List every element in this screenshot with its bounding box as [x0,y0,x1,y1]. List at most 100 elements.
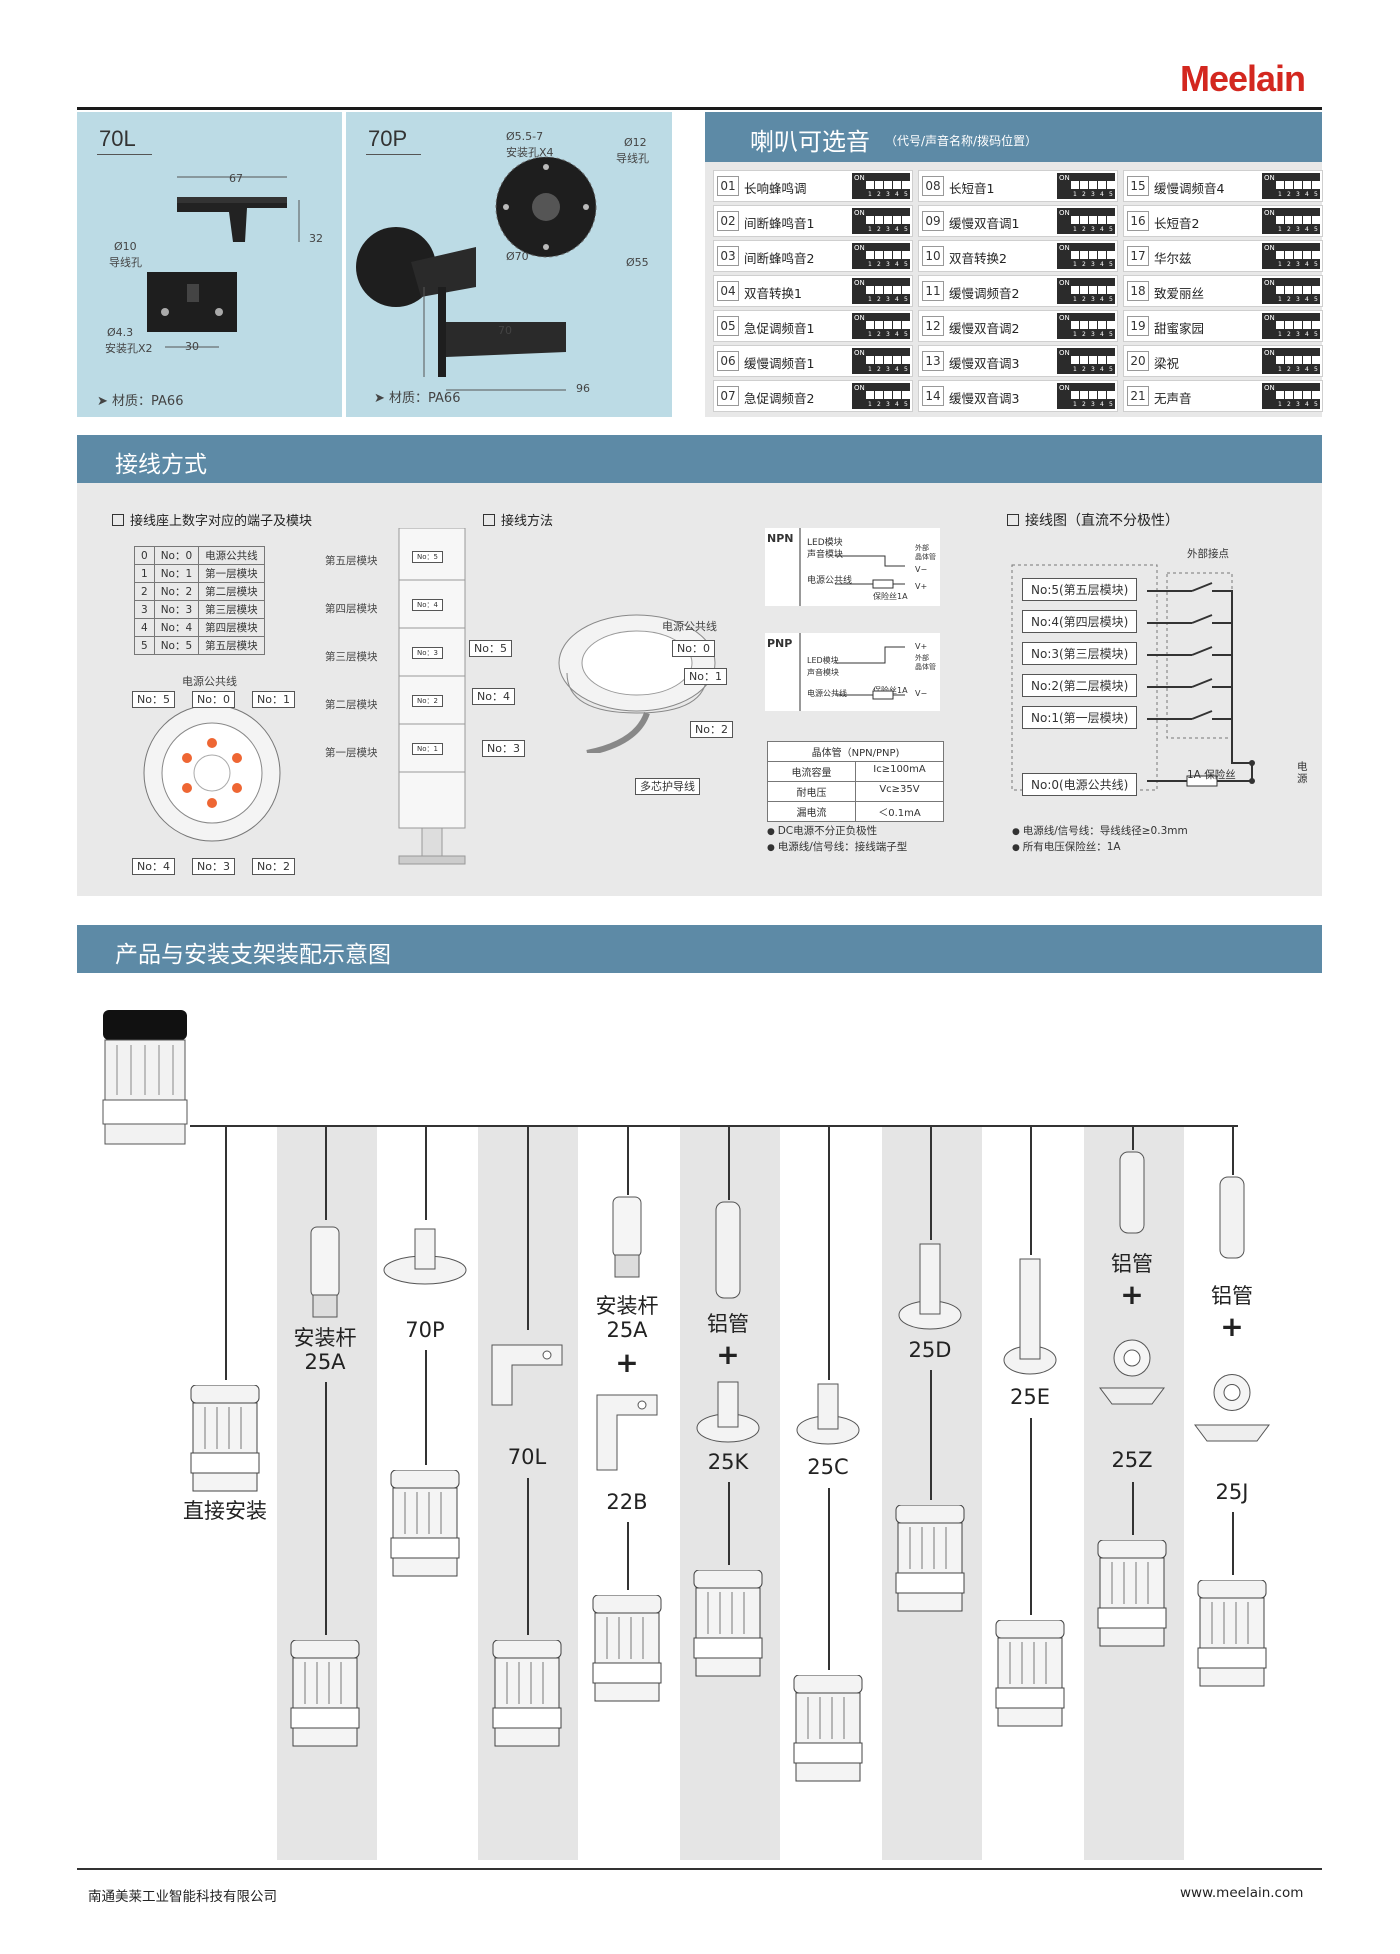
mount-hole-label: Ø4.3 [107,326,134,339]
note-item: ● 电源线/信号线：接线端子型 [767,839,907,854]
dip-number: 5 [904,366,908,373]
connector-line [527,1125,529,1330]
dip-number: 3 [1091,226,1095,233]
dip-number: 2 [877,261,881,268]
connector-line [527,1478,529,1635]
dip-on-label: ON [1059,384,1070,392]
dip-toggle [1107,216,1115,224]
socket-label: No：5 [469,640,512,657]
dip-toggle [893,216,901,224]
spec-cell: 电流容量 [768,762,856,781]
dip-toggle [1276,286,1284,294]
dip-number: 5 [1109,331,1113,338]
sound-name: 长短音2 [1154,216,1200,231]
dip-number: 2 [877,191,881,198]
dip-on-label: ON [1264,279,1275,287]
spec-cell: ＜0.1mA [878,808,921,819]
terminal-label: No：5 [132,691,175,708]
connector-line [325,1125,327,1220]
sound-name: 间断蜂鸣音2 [744,251,815,266]
wiring-title: 接线方式 [115,452,207,478]
dip-toggle [1089,321,1097,329]
dip-toggle [1089,181,1097,189]
dip-toggle [884,286,892,294]
bracket-22b-drawing [596,1394,658,1471]
base-25e-beacon-drawing [995,1620,1065,1727]
aluminum-tube-drawing [715,1201,741,1299]
dip-number: 4 [895,296,899,303]
dip-number: 1 [868,191,872,198]
plus-sign: + [1220,1310,1244,1343]
bullet-icon: ● [1012,827,1023,837]
dip-toggle [1107,286,1115,294]
base-25c-beacon-drawing [793,1675,863,1782]
dip-number: 4 [1100,226,1104,233]
sound-code: 02 [717,211,739,231]
dip-toggle [1080,251,1088,259]
model-25a-label: 25A [304,1350,346,1374]
mount-70p-panel: 70P Ø5.5-7 安装孔X4 Ø12 导线孔 Ø70 Ø55 70 96 ➤… [346,112,672,417]
dip-number: 3 [886,401,890,408]
dip-on-label: ON [854,384,865,392]
sound-name: 梁祝 [1154,356,1180,371]
mount-70l-material: ➤ 材质：PA66 [97,390,183,409]
dip-toggle [884,356,892,364]
pnp-transistor: 晶体管 [915,663,936,671]
sound-code: 21 [1127,386,1149,406]
mount-70p-drawing [356,156,597,391]
dip-toggle [1098,181,1106,189]
dip-toggle [902,391,910,399]
connector-line [1232,1125,1234,1175]
plus-sign: + [615,1346,639,1379]
title-underline [366,154,421,155]
stack-tower-drawing [398,528,466,865]
footer-website: www.meelain.com [1180,1885,1304,1901]
spec-cell: Vc≥35V [879,784,920,795]
dip-number: 1 [1278,366,1282,373]
sound-code: 06 [717,351,739,371]
dip-number: 3 [886,331,890,338]
dim-30: 30 [185,340,199,353]
sound-name: 致爱丽丝 [1154,286,1205,301]
terminal-cell: 第三层模块 [198,600,265,619]
note-text: DC电源不分正负极性 [777,825,878,837]
terminal-label: No：3 [192,858,235,875]
note-item: ● 电源线/信号线：导线线径≥0.3mm [1012,823,1188,838]
footer-divider [77,1868,1322,1870]
dip-toggle [1294,391,1302,399]
dip-toggle [1312,286,1320,294]
dip-toggle [1294,216,1302,224]
dip-toggle [902,356,910,364]
dip-number: 1 [868,226,872,233]
connector-line [325,1382,327,1635]
dip-toggle [866,286,874,294]
dip-number: 1 [1073,331,1077,338]
spec-title: 晶体管（NPN/PNP) [768,742,943,762]
dip-on-label: ON [1264,314,1275,322]
dip-toggle [875,251,883,259]
dip-toggle [893,286,901,294]
layer-terminal-label: No：2 [412,695,443,707]
aluminum-tube-drawing [1119,1151,1145,1234]
top-divider [77,107,1322,110]
dip-toggle [866,216,874,224]
model-25a-label: 25A [606,1318,648,1342]
sound-name: 双音转换2 [949,251,1007,266]
note-text: 电源线/信号线：接线端子型 [777,841,908,853]
mount-pole-25a-drawing [310,1226,340,1318]
dip-number: 1 [868,331,872,338]
dip-number: 2 [1287,296,1291,303]
dip-toggle [1107,181,1115,189]
pnp-ext: 外部 [915,654,929,662]
dip-toggle [902,251,910,259]
sound-list-header: 喇叭可选音 （代号/声音名称/拨码位置） [705,112,1322,162]
